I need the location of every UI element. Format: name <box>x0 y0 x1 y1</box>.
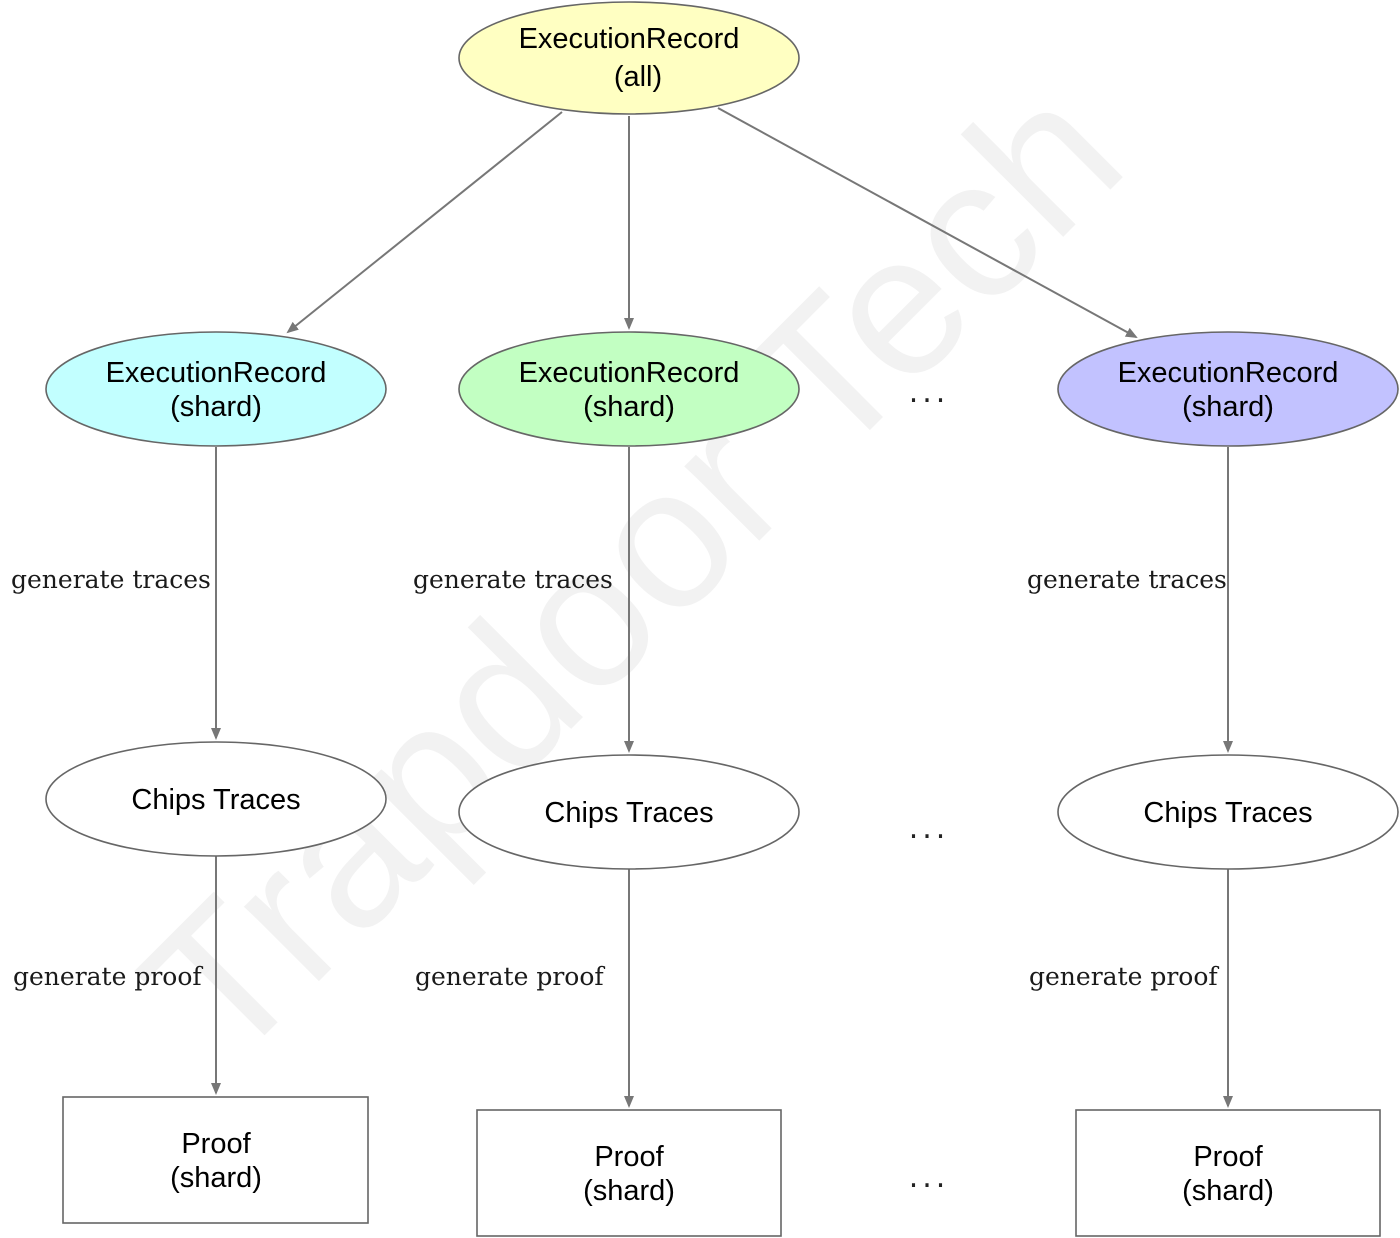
chips-node-3-label: Chips Traces <box>1143 797 1312 829</box>
proof-node-1-label-line1: Proof <box>181 1128 251 1160</box>
edge-root-to-shard-1 <box>286 111 563 334</box>
proof-node-3: Proof (shard) <box>1075 1109 1381 1237</box>
proof-node-1-shape <box>62 1096 369 1224</box>
edge-label-proof-1: generate proof <box>13 962 203 991</box>
chips-node-2-shape <box>458 754 800 870</box>
shard-node-3-label-line1: ExecutionRecord <box>1118 357 1339 389</box>
chips-node-1: Chips Traces <box>45 741 387 857</box>
proof-node-3-label-line1: Proof <box>1193 1141 1263 1173</box>
root-node: ExecutionRecord (all) <box>458 1 800 115</box>
chips-node-1-shape <box>45 741 387 857</box>
shard-node-1-shape <box>45 331 387 447</box>
shard-node-2-label-line2: (shard) <box>583 391 675 423</box>
chips-node-2-label: Chips Traces <box>544 797 713 829</box>
shard-node-2-label-line1: ExecutionRecord <box>519 357 740 389</box>
ellipsis-proofs: ... <box>909 1160 950 1195</box>
edge-label-traces-1: generate traces <box>11 565 211 594</box>
watermark: Trapdoor Tech <box>101 41 1163 1103</box>
shard-node-3: ExecutionRecord (shard) <box>1057 331 1399 447</box>
root-node-label-line2: (all) <box>614 61 662 93</box>
root-node-shape <box>458 1 800 115</box>
edge-label-proof-3: generate proof <box>1029 962 1219 991</box>
ellipsis-chips: ... <box>909 811 950 846</box>
proof-node-2-label-line2: (shard) <box>583 1175 675 1207</box>
shard-node-3-label-line2: (shard) <box>1182 391 1274 423</box>
proof-node-2-shape <box>476 1109 782 1237</box>
proof-node-3-label-line2: (shard) <box>1182 1175 1274 1207</box>
shard-node-1: ExecutionRecord (shard) <box>45 331 387 447</box>
edge-label-proof-2: generate proof <box>415 962 605 991</box>
shard-node-1-label-line2: (shard) <box>170 391 262 423</box>
edge-label-traces-3: generate traces <box>1027 565 1227 594</box>
chips-node-2: Chips Traces <box>458 754 800 870</box>
proof-node-3-shape <box>1075 1109 1381 1237</box>
edge-label-traces-2: generate traces <box>413 565 613 594</box>
chips-node-3: Chips Traces <box>1057 754 1399 870</box>
proof-node-2: Proof (shard) <box>476 1109 782 1237</box>
chips-node-1-label: Chips Traces <box>131 784 300 816</box>
shard-node-1-label-line1: ExecutionRecord <box>106 357 327 389</box>
shard-node-3-shape <box>1057 331 1399 447</box>
ellipsis-shards: ... <box>909 375 950 410</box>
shard-node-2-shape <box>458 331 800 447</box>
edge-root-to-shard-3 <box>717 107 1138 338</box>
shard-node-2: ExecutionRecord (shard) <box>458 331 800 447</box>
root-node-label-line1: ExecutionRecord <box>519 23 740 55</box>
chips-node-3-shape <box>1057 754 1399 870</box>
proof-node-1: Proof (shard) <box>62 1096 369 1224</box>
proof-node-2-label-line1: Proof <box>594 1141 664 1173</box>
proof-node-1-label-line2: (shard) <box>170 1162 262 1194</box>
